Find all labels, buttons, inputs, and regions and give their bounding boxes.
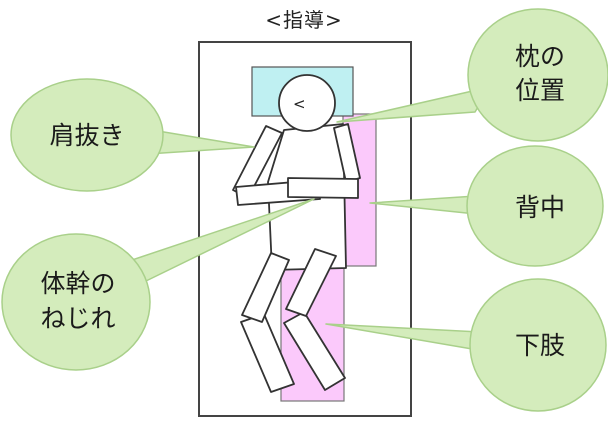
label-pillow-line1: 枕の (515, 42, 565, 71)
patient-figure (232, 74, 361, 393)
bubble-trunk-body (1, 233, 151, 371)
label-trunk-line2: ねじれ (40, 304, 115, 333)
bubble-lower-limb: 下肢 (325, 278, 607, 412)
bubble-trunk: 体幹の ねじれ (1, 198, 315, 371)
label-back: 背中 (515, 193, 565, 222)
lower-leg-right (283, 311, 346, 391)
bubble-pillow-body (467, 8, 608, 142)
upper-arm-right (333, 123, 361, 183)
head (278, 74, 336, 132)
diagram-title: <指導> (265, 8, 343, 32)
bubble-back: 背中 (369, 145, 604, 267)
bubble-pillow: 枕の 位置 (336, 8, 608, 142)
label-pillow-line2: 位置 (515, 76, 565, 105)
label-lower-limb: 下肢 (515, 331, 565, 360)
label-trunk-line1: 体幹の (40, 269, 115, 298)
bubble-back-body (466, 145, 604, 267)
thigh-right (285, 248, 337, 317)
bubble-shoulder: 肩抜き (10, 78, 255, 192)
label-shoulder: 肩抜き (49, 121, 124, 150)
bubble-lower-limb-body (469, 278, 607, 412)
head-mark: < (293, 95, 306, 113)
thigh-left (241, 252, 290, 323)
forearm-right (287, 177, 359, 199)
bubble-shoulder-body (10, 78, 164, 192)
